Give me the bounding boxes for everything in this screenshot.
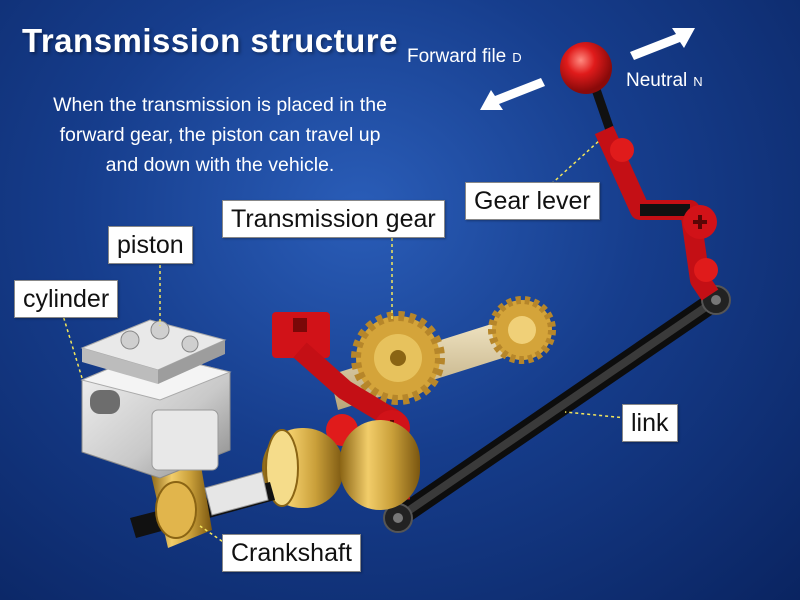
label-cylinder: cylinder	[14, 280, 119, 318]
direction-forward-text: Forward file	[407, 46, 507, 67]
label-crankshaft: Crankshaft	[222, 534, 361, 572]
page-title: Transmission structure	[22, 22, 398, 59]
arrow-forward-icon	[480, 78, 545, 110]
direction-neutral: Neutral N	[626, 70, 703, 92]
transmission-gear	[351, 296, 556, 405]
direction-neutral-text: Neutral	[626, 70, 688, 91]
direction-forward: Forward file D	[407, 46, 522, 68]
label-transmission-gear: Transmission gear	[222, 200, 445, 238]
direction-forward-letter: D	[512, 50, 522, 65]
crankshaft	[130, 460, 275, 548]
description-line: When the transmission is placed in the	[53, 94, 387, 116]
direction-neutral-letter: N	[693, 74, 703, 89]
description: When the transmission is placed in the f…	[20, 90, 420, 180]
label-gear-lever: Gear lever	[465, 182, 600, 220]
description-line: and down with the vehicle.	[105, 154, 335, 176]
label-link: link	[622, 404, 678, 442]
gear-lever	[560, 42, 719, 301]
crank-housing	[262, 420, 420, 510]
description-line: forward gear, the piston can travel up	[59, 124, 381, 146]
piston	[80, 319, 227, 384]
link-bar	[383, 285, 731, 533]
arrow-neutral-icon	[630, 28, 695, 60]
label-piston: piston	[108, 226, 193, 264]
